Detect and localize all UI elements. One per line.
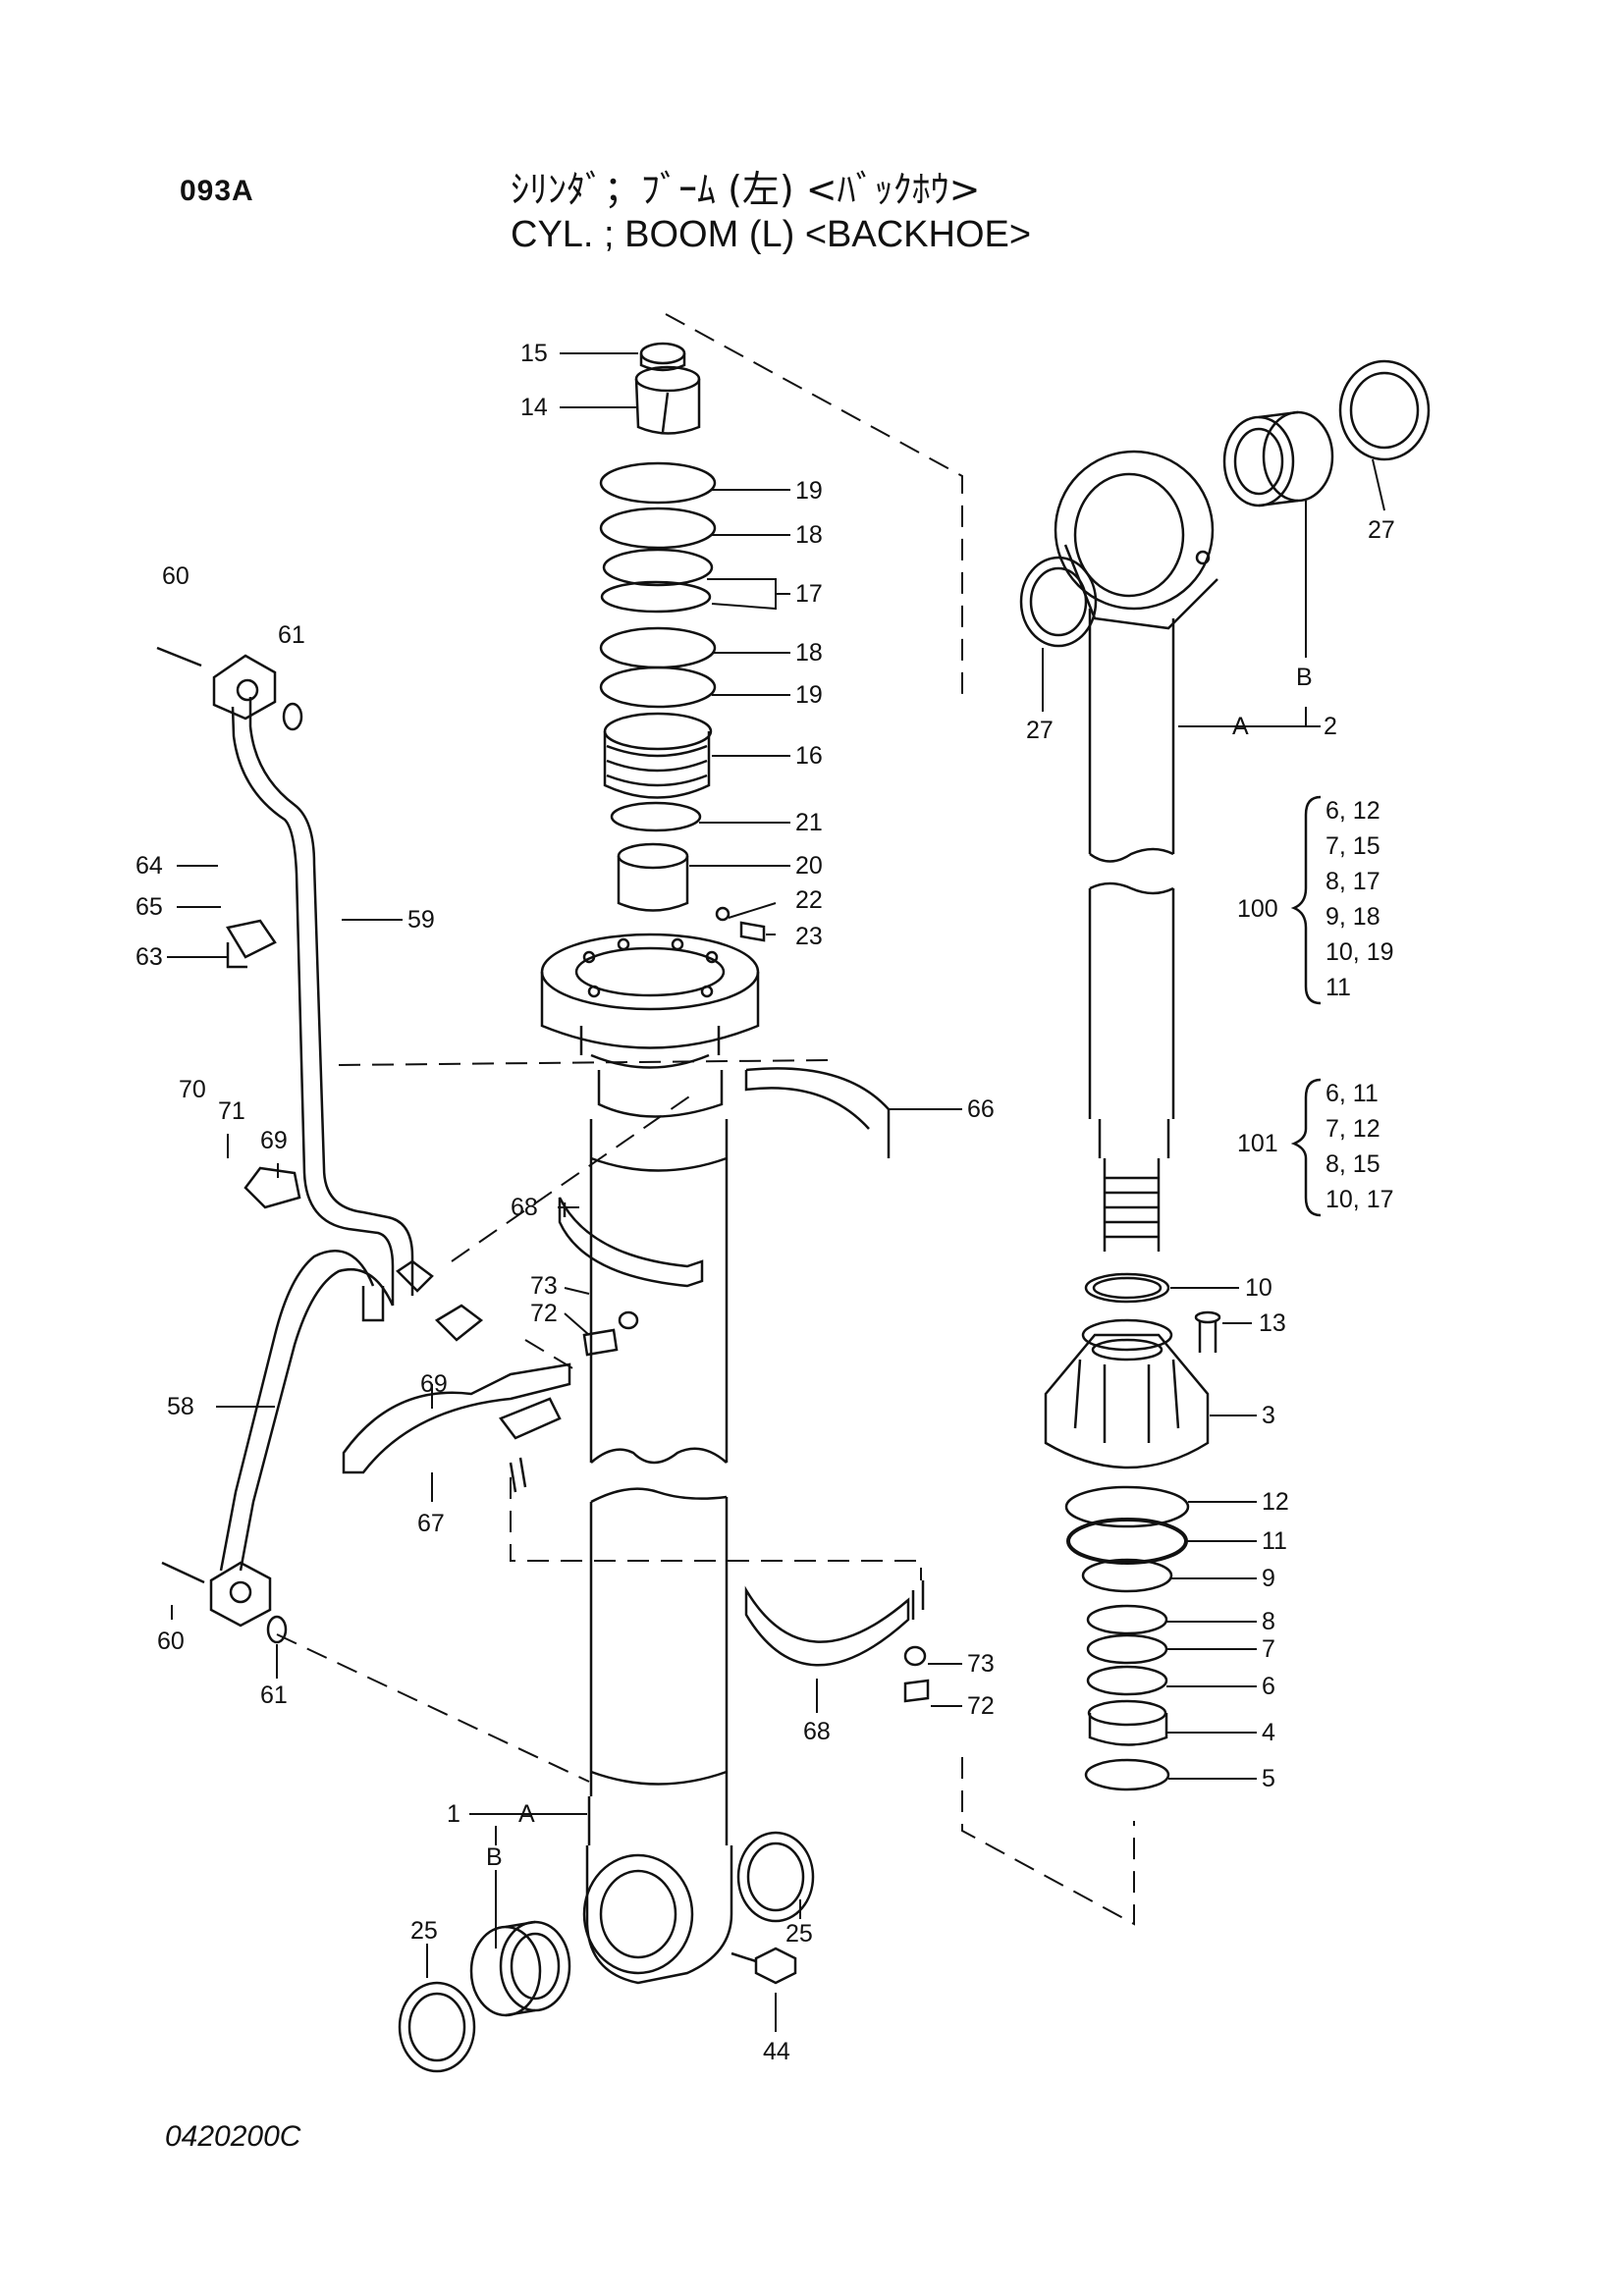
callout-7: 7 <box>1262 1635 1275 1663</box>
callout-10: 10 <box>1245 1274 1272 1302</box>
callout-3: 3 <box>1262 1402 1275 1429</box>
callout-63: 63 <box>135 943 163 971</box>
callout-68a: 68 <box>511 1194 538 1221</box>
kit-101-item-1: 6, 11 <box>1325 1080 1379 1107</box>
callout-21: 21 <box>795 809 823 836</box>
callout-68b: 68 <box>803 1718 831 1745</box>
callout-13: 13 <box>1259 1309 1286 1337</box>
kit-100-label: 100 <box>1237 895 1278 923</box>
kit-101-item-2: 7, 12 <box>1325 1115 1380 1143</box>
callout-71: 71 <box>218 1097 245 1125</box>
callout-58: 58 <box>167 1393 194 1420</box>
callout-72b: 72 <box>967 1692 995 1720</box>
callout-61b: 61 <box>260 1682 288 1709</box>
kit-101-list: 101 6, 11 7, 12 8, 15 10, 17 <box>1237 1080 1394 1213</box>
gland-stack <box>1044 1272 1221 1791</box>
callout-5: 5 <box>1262 1765 1275 1792</box>
callout-60b: 60 <box>157 1628 185 1655</box>
pipe-clamps <box>342 1067 930 1703</box>
callout-18a: 18 <box>795 521 823 549</box>
kit-100-item-1: 6, 12 <box>1325 797 1380 825</box>
callout-69a: 69 <box>260 1127 288 1154</box>
callout-b2: B <box>1296 664 1313 691</box>
cylinder-tube <box>540 933 760 1985</box>
callout-65: 65 <box>135 893 163 921</box>
callout-25a: 25 <box>410 1917 438 1945</box>
callout-11: 11 <box>1262 1527 1287 1555</box>
callout-b1: B <box>486 1843 503 1871</box>
callout-44: 44 <box>763 2038 790 2065</box>
callout-27b: 27 <box>1368 516 1395 544</box>
kit-100-list: 100 6, 12 7, 15 8, 17 9, 18 10, 19 11 <box>1237 797 1394 1001</box>
callout-19a: 19 <box>795 477 823 505</box>
callout-17: 17 <box>795 580 823 608</box>
kit-100-item-5: 10, 19 <box>1325 938 1394 966</box>
callout-12: 12 <box>1262 1488 1289 1516</box>
callout-6: 6 <box>1262 1673 1275 1700</box>
piston-rod <box>1019 359 1431 1252</box>
callout-60a: 60 <box>162 562 189 590</box>
callout-61a: 61 <box>278 621 305 649</box>
kit-101-label: 101 <box>1237 1130 1278 1157</box>
callout-19b: 19 <box>795 681 823 709</box>
callout-16: 16 <box>795 742 823 770</box>
callout-69b: 69 <box>420 1370 448 1398</box>
callout-leaders <box>167 352 1385 2032</box>
kit-100-item-4: 9, 18 <box>1325 903 1380 931</box>
callout-23: 23 <box>795 923 823 950</box>
callout-66: 66 <box>967 1095 995 1123</box>
kit-101-item-3: 8, 15 <box>1325 1150 1380 1178</box>
callout-72a: 72 <box>530 1300 558 1327</box>
callout-73b: 73 <box>967 1650 995 1678</box>
callout-59: 59 <box>407 906 435 934</box>
callout-14: 14 <box>520 394 548 421</box>
seal-stack-upper <box>599 342 766 942</box>
kit-100-item-3: 8, 17 <box>1325 868 1380 895</box>
callout-67: 67 <box>417 1510 445 1537</box>
callout-64: 64 <box>135 852 163 880</box>
pins-and-fittings <box>398 1831 815 2073</box>
callout-a1: A <box>518 1800 535 1828</box>
title-japanese: ｼﾘﾝﾀﾞ；ﾌﾞｰﾑ (左) <ﾊﾞｯｸﾎｳ> <box>511 168 981 211</box>
callout-2: 2 <box>1324 713 1337 740</box>
callout-25b: 25 <box>785 1920 813 1948</box>
drawing-code: 0420200C <box>165 2120 301 2153</box>
callout-9: 9 <box>1262 1565 1275 1592</box>
kit-101-item-4: 10, 17 <box>1325 1186 1394 1213</box>
page-code: 093A <box>180 175 254 207</box>
callout-4: 4 <box>1262 1719 1275 1746</box>
callout-15: 15 <box>520 340 548 367</box>
hydraulic-pipes <box>156 646 484 1644</box>
title-english: CYL. ; BOOM (L) <BACKHOE> <box>511 214 1032 255</box>
callout-18b: 18 <box>795 639 823 667</box>
kit-101-brace <box>1290 1078 1322 1217</box>
callout-a2: A <box>1232 713 1249 740</box>
callout-70: 70 <box>179 1076 206 1103</box>
kit-100-item-2: 7, 15 <box>1325 832 1380 860</box>
kit-100-item-6: 11 <box>1325 974 1351 1001</box>
callout-73a: 73 <box>530 1272 558 1300</box>
assembly-leader-lines <box>276 313 1135 1926</box>
callout-8: 8 <box>1262 1608 1275 1635</box>
callout-numbers: 15 14 19 18 17 18 19 16 21 20 22 23 60 6… <box>135 340 1395 2065</box>
callout-1: 1 <box>447 1800 460 1828</box>
callout-27a: 27 <box>1026 717 1054 744</box>
kit-100-brace <box>1290 795 1322 1005</box>
callout-22: 22 <box>795 886 823 914</box>
callout-20: 20 <box>795 852 823 880</box>
